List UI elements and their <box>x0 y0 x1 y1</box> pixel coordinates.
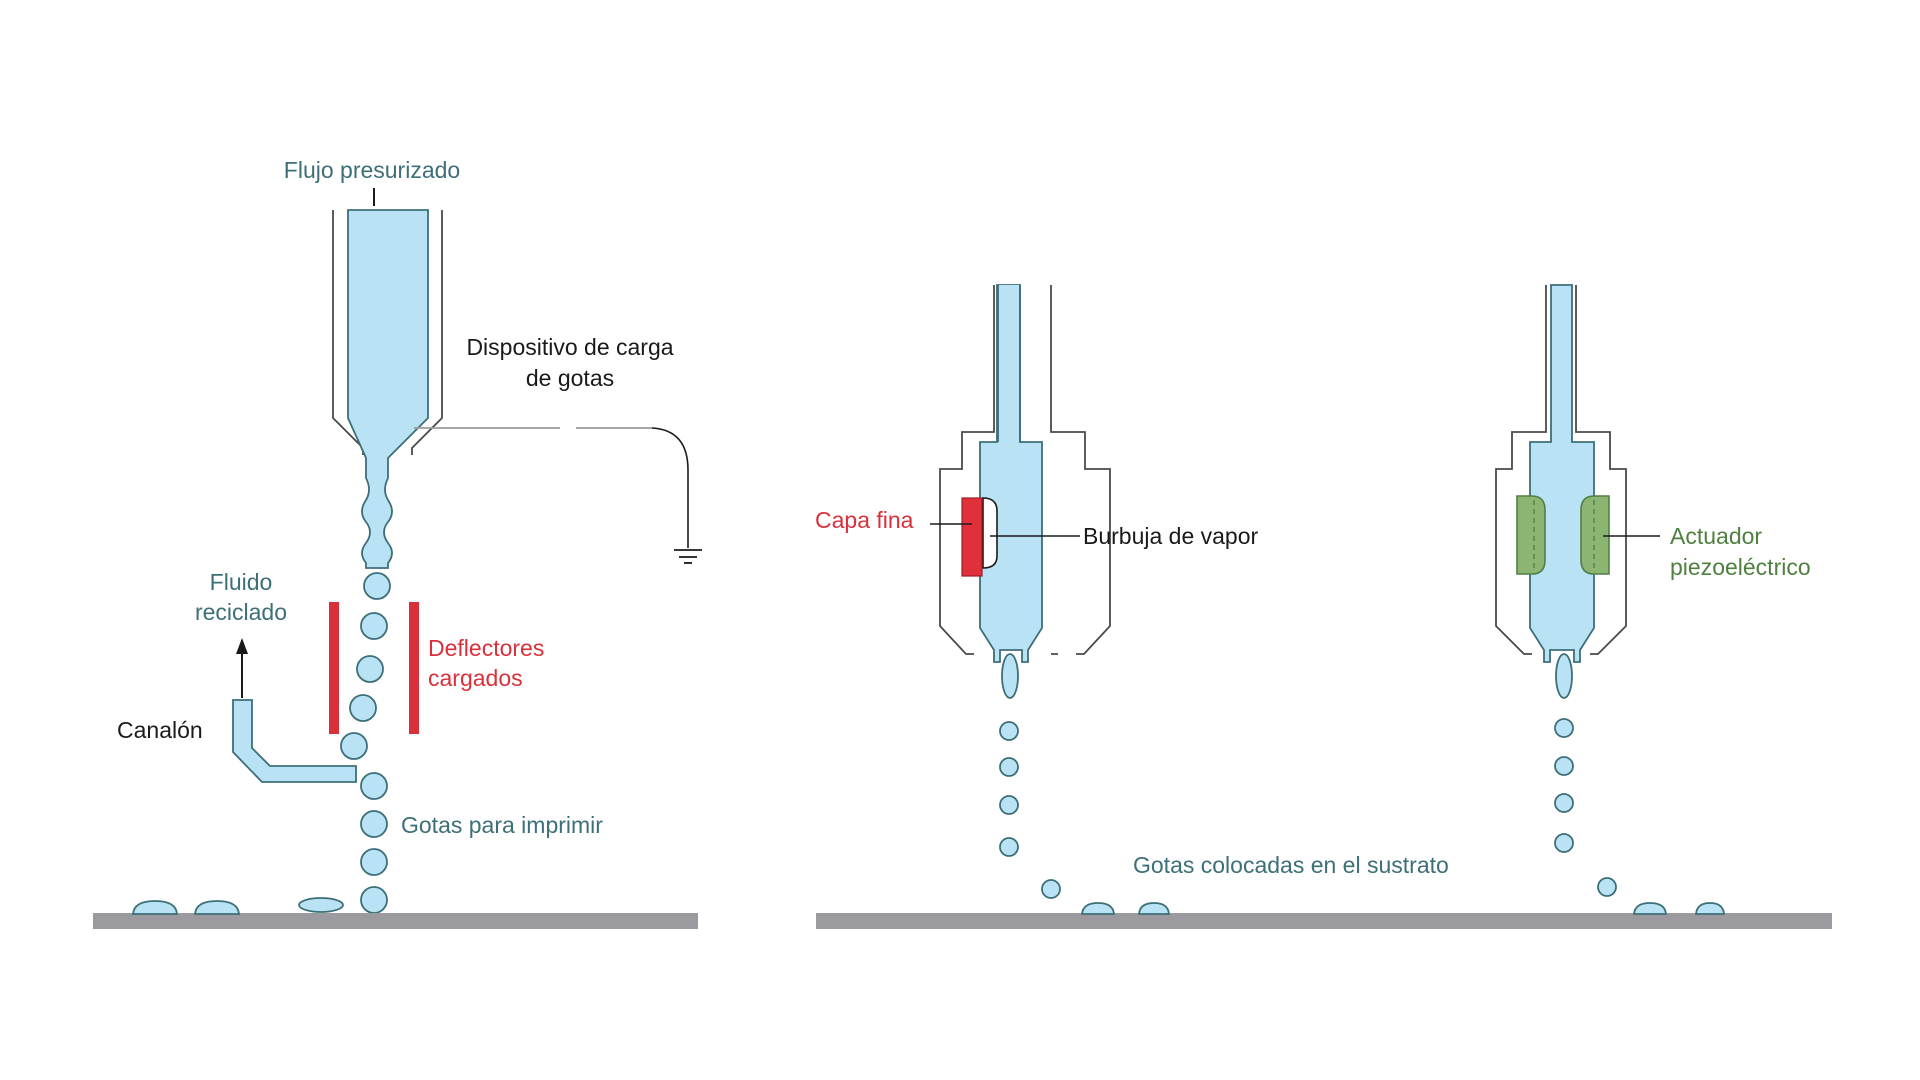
thermal-drop <box>999 837 1019 857</box>
cij-drop <box>356 655 384 683</box>
cij-substrate <box>93 913 698 929</box>
dod-landed-drops <box>1081 902 1725 915</box>
cij-drop <box>340 732 368 760</box>
piezo-drop <box>1554 756 1574 776</box>
thermal-housing-outline <box>939 285 1111 655</box>
gutter-label: Canalón <box>117 717 203 743</box>
charging-device-wire <box>414 427 689 548</box>
print-drops-label: Gotas para imprimir <box>401 812 603 838</box>
cij-drop <box>349 694 377 722</box>
cij-drop <box>360 772 388 800</box>
thermal-channel-walls <box>997 285 1021 442</box>
landed-drop <box>298 897 344 913</box>
heater-thin-film <box>961 497 983 577</box>
vapor-bubble <box>982 497 998 569</box>
cij-drop <box>360 848 388 876</box>
cij-drop <box>363 572 391 600</box>
thermal-drop <box>999 795 1019 815</box>
thermal-drop <box>999 757 1019 777</box>
recycled-fluid-label-line2: reciclado <box>195 599 287 625</box>
continuous-inkjet-panel: Flujo presurizado Dispositivo de carga d… <box>93 157 702 929</box>
thermal-channel-fill <box>999 285 1019 445</box>
landed-drop <box>1081 902 1115 915</box>
deflector-plate-right <box>409 602 419 734</box>
thermal-ejecting-drop <box>1001 653 1019 699</box>
landed-drop <box>1633 902 1667 915</box>
piezo-ejecting-drop <box>1555 653 1573 699</box>
piezo-drop-stream <box>1554 718 1617 897</box>
thermal-printhead <box>930 284 1111 899</box>
charging-device-label-line2: de gotas <box>526 365 614 391</box>
piezo-drop <box>1554 718 1574 738</box>
drop-on-demand-panel: Capa fina Burbuja de vapor Actuador piez… <box>815 284 1832 929</box>
cij-drop <box>360 886 388 914</box>
landed-drop <box>1695 902 1725 915</box>
piezo-label-line1: Actuador <box>1670 523 1762 549</box>
piezo-actuator-left <box>1516 495 1546 575</box>
gutter <box>232 699 357 783</box>
piezo-drop <box>1554 833 1574 853</box>
vapor-bubble-label: Burbuja de vapor <box>1083 523 1259 549</box>
thin-film-label: Capa fina <box>815 507 914 533</box>
landed-drop <box>132 900 178 915</box>
piezo-drop <box>1597 877 1617 897</box>
charging-device-label-line1: Dispositivo de carga <box>466 334 673 360</box>
piezo-label-line2: piezoeléctrico <box>1670 554 1811 580</box>
cij-fluid-column <box>347 209 429 569</box>
piezo-fluid <box>1529 284 1595 663</box>
placed-drops-label: Gotas colocadas en el sustrato <box>1133 852 1449 878</box>
landed-drop <box>194 900 240 915</box>
deflectors-label-line1: Deflectores <box>428 635 544 661</box>
piezo-printhead <box>1495 284 1660 897</box>
recycled-fluid-label-line1: Fluido <box>210 569 273 595</box>
landed-drop <box>1138 902 1170 915</box>
piezo-actuator-right <box>1580 495 1610 575</box>
deflector-plate-left <box>329 602 339 734</box>
ground-symbol-icon <box>674 549 702 564</box>
cij-drop-stream <box>340 572 391 914</box>
cij-landed-drops <box>132 897 344 915</box>
piezo-body-outline <box>1495 285 1627 655</box>
cij-drop <box>360 810 388 838</box>
cij-drop <box>360 612 388 640</box>
pressurized-flow-label: Flujo presurizado <box>284 157 460 183</box>
thermal-drop-stream <box>999 721 1061 899</box>
arrow-up-icon <box>236 638 248 654</box>
piezo-drop <box>1554 793 1574 813</box>
deflectors-label-line2: cargados <box>428 665 523 691</box>
dod-substrate <box>816 913 1832 929</box>
thermal-drop <box>1041 879 1061 899</box>
thermal-drop <box>999 721 1019 741</box>
